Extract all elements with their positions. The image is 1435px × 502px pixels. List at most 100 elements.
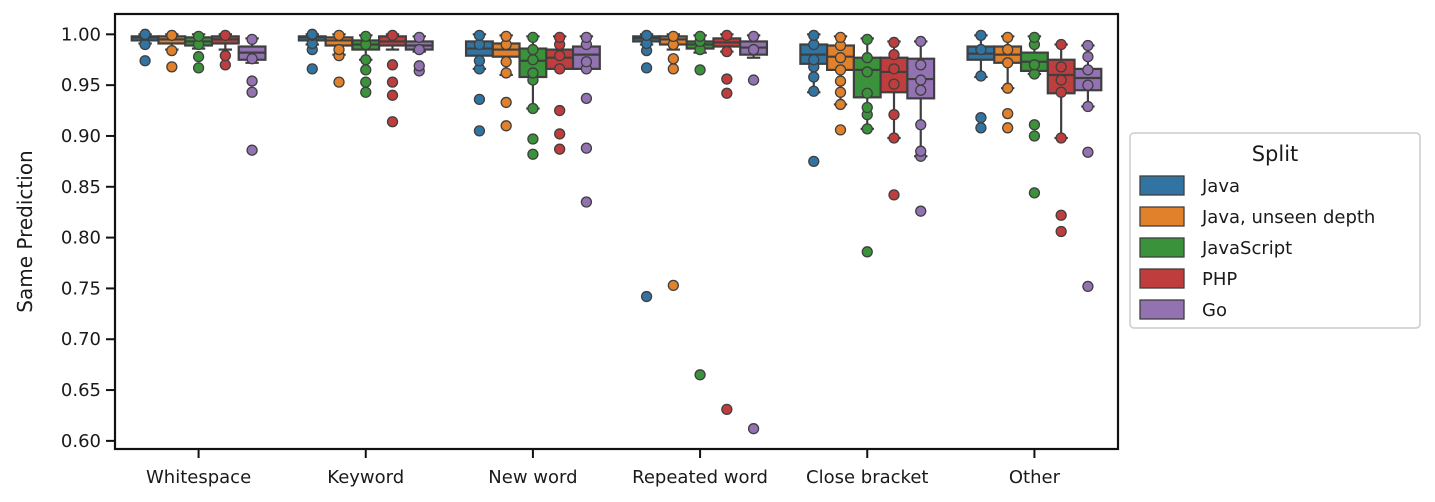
outlier-point bbox=[333, 43, 345, 56]
outlier-point bbox=[861, 52, 873, 64]
outlier-point bbox=[413, 60, 425, 72]
box-2-3 bbox=[545, 31, 575, 155]
outlier-point bbox=[139, 55, 151, 67]
outlier-point bbox=[527, 54, 539, 66]
outlier-point bbox=[500, 30, 512, 43]
y-tick-label: 0.95 bbox=[61, 75, 101, 96]
outlier-point bbox=[166, 29, 178, 41]
box-3-4 bbox=[739, 30, 769, 435]
box-2-1 bbox=[491, 30, 521, 132]
outlier-point bbox=[721, 403, 733, 416]
outlier-point bbox=[333, 76, 345, 88]
outlier-point bbox=[747, 74, 760, 86]
outlier-point bbox=[1055, 74, 1067, 86]
outlier-point bbox=[915, 205, 927, 217]
outlier-point bbox=[975, 122, 987, 134]
outlier-point bbox=[834, 75, 847, 87]
outlier-point bbox=[554, 50, 566, 62]
box-4-0 bbox=[799, 29, 829, 168]
outlier-point bbox=[246, 33, 258, 46]
outlier-point bbox=[500, 56, 512, 68]
outlier-point bbox=[888, 132, 900, 144]
outlier-point bbox=[527, 43, 539, 56]
box-5-0 bbox=[966, 29, 996, 134]
outlier-point bbox=[808, 71, 820, 83]
outlier-point bbox=[747, 423, 760, 435]
outlier-point bbox=[915, 74, 927, 86]
outlier-point bbox=[1082, 51, 1094, 63]
outlier-point bbox=[888, 49, 900, 61]
axes: 0.600.650.700.750.800.850.900.951.00Whit… bbox=[13, 12, 1120, 488]
outlier-point bbox=[500, 67, 512, 79]
outlier-point bbox=[667, 279, 679, 292]
plot-frame bbox=[113, 12, 1120, 451]
legend-swatch bbox=[1139, 237, 1185, 258]
box-0-0 bbox=[130, 28, 160, 67]
outlier-point bbox=[888, 78, 900, 90]
box-3-1 bbox=[658, 30, 688, 292]
outlier-point bbox=[915, 35, 927, 48]
outlier-point bbox=[554, 128, 566, 140]
outlier-point bbox=[246, 144, 258, 156]
outlier-point bbox=[721, 29, 733, 41]
box-2-4 bbox=[571, 31, 601, 208]
outlier-point bbox=[888, 189, 900, 201]
outlier-point bbox=[861, 101, 873, 114]
outlier-point bbox=[667, 63, 679, 75]
outlier-point bbox=[527, 148, 539, 160]
box-0-3 bbox=[210, 29, 240, 71]
outlier-point bbox=[386, 29, 399, 41]
box-4-4 bbox=[906, 35, 936, 217]
outlier-point bbox=[166, 61, 178, 73]
legend-swatch bbox=[1139, 268, 1185, 289]
outlier-point bbox=[808, 85, 820, 97]
legend-label: Go bbox=[1202, 300, 1227, 321]
outlier-point bbox=[386, 59, 399, 71]
legend-title: Split bbox=[1252, 142, 1299, 166]
outlier-point bbox=[721, 73, 733, 85]
outlier-point bbox=[1002, 43, 1014, 56]
outlier-point bbox=[640, 290, 653, 303]
outlier-point bbox=[527, 102, 539, 115]
outlier-point bbox=[640, 29, 653, 41]
outlier-point bbox=[1028, 119, 1041, 131]
outlier-point bbox=[1028, 187, 1041, 199]
outlier-point bbox=[808, 29, 820, 41]
box-5-4 bbox=[1073, 39, 1103, 293]
outlier-point bbox=[915, 84, 927, 96]
outlier-point bbox=[580, 92, 593, 105]
outlier-point bbox=[834, 31, 847, 44]
outlier-point bbox=[527, 31, 539, 44]
outlier-point bbox=[386, 116, 399, 128]
outlier-point bbox=[975, 112, 987, 124]
outlier-point bbox=[640, 62, 653, 74]
outlier-point bbox=[1082, 64, 1094, 76]
outlier-point bbox=[861, 123, 873, 135]
outlier-point bbox=[747, 43, 760, 56]
outlier-point bbox=[808, 54, 820, 66]
outlier-point bbox=[386, 89, 399, 101]
outlier-point bbox=[1055, 225, 1067, 238]
legend-swatch bbox=[1139, 175, 1185, 196]
box-1-1 bbox=[324, 29, 354, 88]
outlier-point bbox=[527, 133, 539, 145]
outlier-point bbox=[721, 45, 733, 58]
box-0-4 bbox=[237, 33, 267, 156]
outlier-point bbox=[386, 76, 399, 88]
outlier-point bbox=[554, 31, 566, 44]
outlier-point bbox=[834, 98, 847, 111]
outlier-point bbox=[473, 55, 486, 67]
legend-label: JavaScript bbox=[1201, 238, 1292, 259]
legend-label: PHP bbox=[1202, 269, 1237, 290]
x-tick-label: Other bbox=[1009, 467, 1061, 488]
box-2-2 bbox=[518, 31, 548, 160]
outlier-point bbox=[1055, 86, 1067, 98]
outlier-point bbox=[360, 76, 372, 88]
legend-label: Java bbox=[1201, 176, 1240, 197]
outlier-point bbox=[413, 31, 425, 44]
outlier-point bbox=[975, 29, 987, 41]
outlier-point bbox=[473, 125, 486, 137]
